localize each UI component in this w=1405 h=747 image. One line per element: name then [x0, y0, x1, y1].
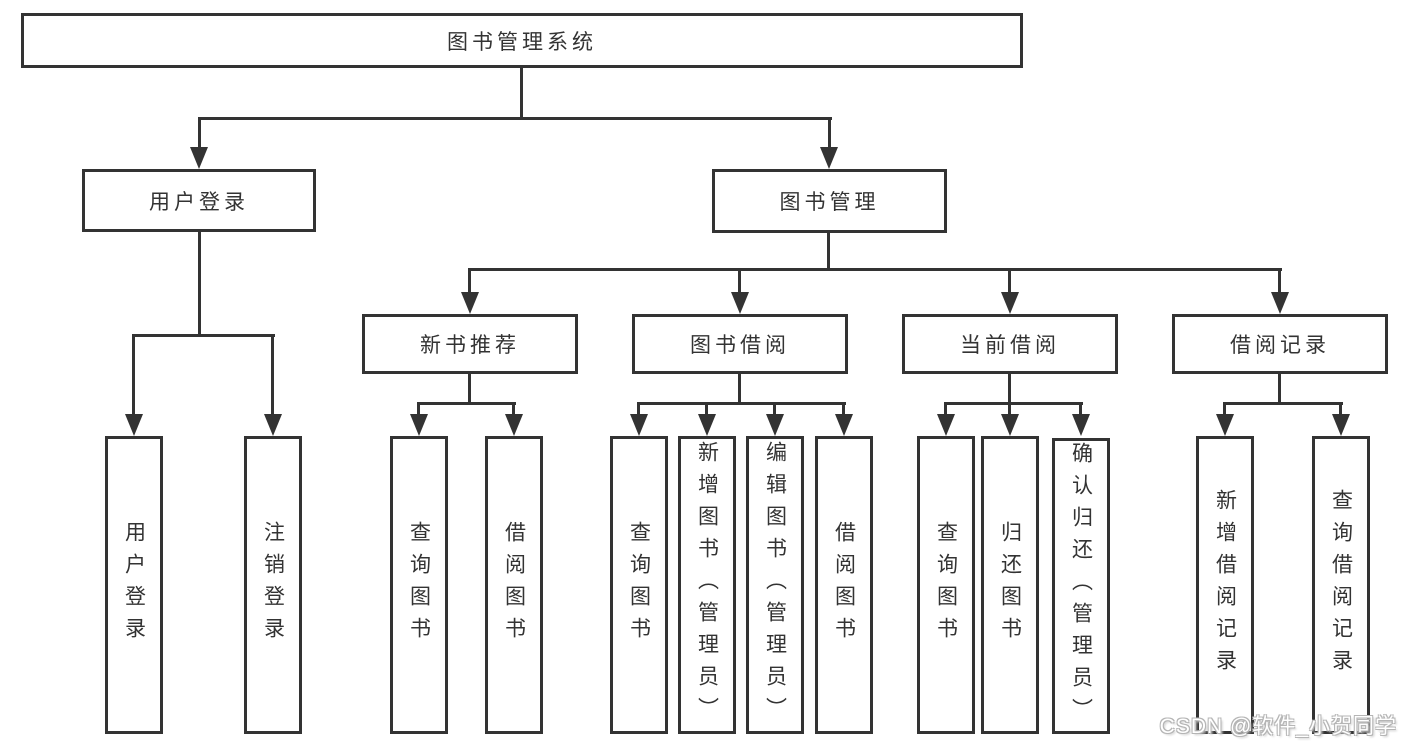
- connector-line: [828, 117, 831, 147]
- node-new-book-recommend: 新书推荐: [362, 314, 578, 374]
- leaf-borrow-book-1: 借阅图书: [485, 436, 543, 734]
- connector-line: [198, 117, 201, 147]
- leaf-query-book-1: 查询图书: [390, 436, 448, 734]
- leaf-query-book-3: 查询图书: [917, 436, 975, 734]
- leaf-label: 查询图书: [934, 521, 958, 649]
- leaf-label: 编辑图书（管理员）: [763, 441, 787, 729]
- leaf-query-borrow-record: 查询借阅记录: [1312, 436, 1370, 734]
- leaf-query-book-2: 查询图书: [610, 436, 668, 734]
- leaf-label: 确认归还（管理员）: [1069, 442, 1093, 730]
- arrow-down-icon: [461, 292, 479, 314]
- connector-line: [738, 268, 741, 292]
- leaf-borrow-book-2: 借阅图书: [815, 436, 873, 734]
- node-user-login-label: 用户登录: [149, 190, 249, 214]
- leaf-return-book: 归还图书: [981, 436, 1039, 734]
- leaf-edit-book-admin: 编辑图书（管理员）: [746, 436, 804, 734]
- connector-line: [738, 374, 741, 404]
- arrow-down-icon: [1216, 414, 1234, 436]
- arrow-down-icon: [820, 147, 838, 169]
- arrow-down-icon: [698, 414, 716, 436]
- leaf-add-book-admin: 新增图书（管理员）: [678, 436, 736, 734]
- arrow-down-icon: [937, 414, 955, 436]
- arrow-down-icon: [505, 414, 523, 436]
- leaf-label: 用户登录: [122, 521, 146, 649]
- node-book-borrow-label: 图书借阅: [690, 334, 790, 357]
- leaf-label: 查询图书: [627, 521, 651, 649]
- connector-line: [1223, 402, 1226, 414]
- arrow-down-icon: [190, 147, 208, 169]
- leaf-user-login: 用户登录: [105, 436, 163, 734]
- connector-line: [637, 402, 846, 405]
- arrow-down-icon: [1271, 292, 1289, 314]
- node-current-borrow: 当前借阅: [902, 314, 1118, 374]
- node-root: 图书管理系统: [21, 13, 1023, 68]
- connector-line: [1079, 402, 1082, 414]
- arrow-down-icon: [766, 414, 784, 436]
- connector-line: [198, 232, 201, 336]
- connector-line: [637, 402, 640, 414]
- leaf-label: 借阅图书: [832, 521, 856, 649]
- connector-line: [1339, 402, 1342, 414]
- leaf-label: 新增图书（管理员）: [695, 441, 719, 729]
- node-borrow-record: 借阅记录: [1172, 314, 1388, 374]
- arrow-down-icon: [125, 414, 143, 436]
- arrow-down-icon: [1072, 414, 1090, 436]
- leaf-label: 查询借阅记录: [1329, 489, 1353, 681]
- connector-line: [827, 233, 830, 270]
- leaf-logout: 注销登录: [244, 436, 302, 734]
- connector-line: [520, 68, 523, 119]
- arrow-down-icon: [1332, 414, 1350, 436]
- connector-line: [944, 402, 1083, 405]
- arrow-down-icon: [731, 292, 749, 314]
- arrow-down-icon: [410, 414, 428, 436]
- connector-line: [1278, 268, 1281, 292]
- connector-line: [468, 268, 1282, 271]
- connector-line: [944, 402, 947, 414]
- connector-line: [417, 402, 420, 414]
- node-borrow-record-label: 借阅记录: [1230, 334, 1330, 357]
- leaf-confirm-return-admin: 确认归还（管理员）: [1052, 438, 1110, 734]
- connector-line: [1008, 402, 1011, 414]
- connector-line: [773, 402, 776, 414]
- arrow-down-icon: [1001, 292, 1019, 314]
- node-user-login: 用户登录: [82, 169, 316, 232]
- connector-line: [132, 334, 135, 414]
- connector-line: [1008, 268, 1011, 292]
- connector-line: [512, 402, 515, 414]
- leaf-label: 归还图书: [998, 521, 1022, 649]
- arrow-down-icon: [1001, 414, 1019, 436]
- connector-line: [1008, 374, 1011, 404]
- connector-line: [842, 402, 845, 414]
- node-root-label: 图书管理系统: [447, 30, 597, 54]
- connector-line: [198, 117, 832, 120]
- csdn-watermark: CSDN @软件_小贺同学: [1159, 715, 1397, 738]
- connector-line: [1278, 374, 1281, 404]
- node-book-management: 图书管理: [712, 169, 947, 233]
- connector-line: [417, 402, 516, 405]
- connector-line: [132, 334, 275, 337]
- arrow-down-icon: [630, 414, 648, 436]
- node-new-book-recommend-label: 新书推荐: [420, 334, 520, 357]
- node-current-borrow-label: 当前借阅: [960, 334, 1060, 357]
- connector-line: [705, 402, 708, 414]
- connector-line: [468, 374, 471, 404]
- leaf-label: 新增借阅记录: [1213, 489, 1237, 681]
- arrow-down-icon: [835, 414, 853, 436]
- node-book-management-label: 图书管理: [779, 191, 880, 214]
- connector-line: [468, 268, 471, 292]
- connector-line: [1223, 402, 1343, 405]
- node-book-borrow: 图书借阅: [632, 314, 848, 374]
- leaf-label: 查询图书: [407, 521, 431, 649]
- leaf-add-borrow-record: 新增借阅记录: [1196, 436, 1254, 734]
- leaf-label: 注销登录: [261, 521, 285, 649]
- connector-line: [271, 334, 274, 414]
- arrow-down-icon: [264, 414, 282, 436]
- leaf-label: 借阅图书: [502, 521, 526, 649]
